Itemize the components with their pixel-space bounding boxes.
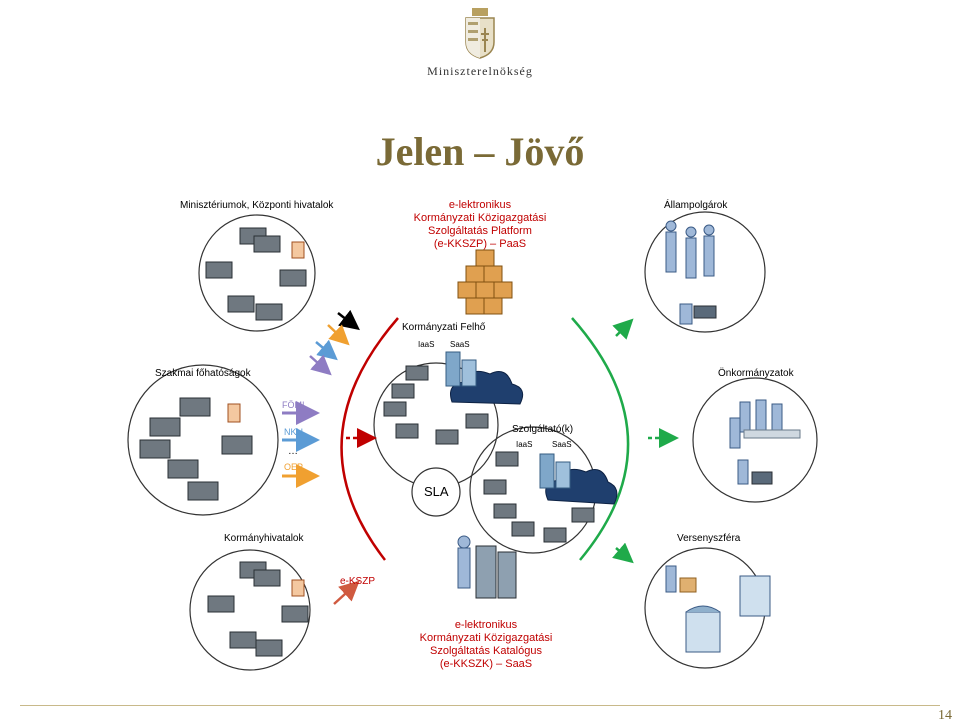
page-title: Jelen – Jövő [375, 129, 585, 174]
provider-title: Szolgáltató(k) [512, 424, 574, 435]
catalog-title: e-lektronikus Kormányzati Közigazgatási … [396, 619, 576, 671]
ekszp-label: e-KSZP [340, 576, 376, 587]
nkh-label: NKH [284, 427, 304, 437]
green-arc [571, 317, 630, 561]
page-number: 14 [938, 708, 952, 723]
platform-line-4: (e-KKSZP) – PaaS [433, 238, 527, 250]
platform-line-1: e-lektronikus [448, 199, 512, 211]
ellipsis-label: … [288, 446, 298, 457]
footer-rule [20, 705, 940, 706]
catalog-line-3: Szolgáltatás Katalógus [430, 645, 542, 657]
catalog-line-4: (e-KKSZK) – SaaS [439, 658, 533, 670]
red-arc [340, 317, 399, 561]
provider-iaas: IaaS [516, 440, 533, 449]
business-label: Versenyszféra [677, 533, 741, 544]
provider-saas: SaaS [552, 440, 572, 449]
platform-line-3: Szolgáltatás Platform [428, 225, 532, 237]
platform-line-2: Kormányzati Közigazgatási [413, 212, 547, 224]
organization-name: Miniszterelnökség [427, 64, 533, 78]
gov-cloud-saas: SaaS [450, 340, 470, 349]
ministries-circle [198, 214, 316, 332]
municipalities-label: Önkormányzatok [718, 368, 794, 379]
sla-circle [411, 467, 461, 517]
authorities-label: Szakmai főhatóságok [155, 368, 251, 379]
ministries-label: Minisztériumok, Központi hivatalok [180, 200, 334, 211]
platform-title: e-lektronikus Kormányzati Közigazgatási … [380, 199, 580, 251]
sla-label: SLA [424, 484, 449, 499]
municipalities-circle [692, 377, 818, 503]
fomi-label: FÖMI [282, 400, 305, 410]
gov-cloud-iaas: IaaS [418, 340, 435, 349]
citizens-label: Állampolgárok [664, 200, 728, 211]
catalog-line-2: Kormányzati Közigazgatási [419, 632, 553, 644]
authorities-circle [127, 364, 279, 516]
gov-offices-circle [189, 549, 311, 671]
catalog-line-1: e-lektronikus [454, 619, 518, 631]
citizens-circle [644, 211, 766, 333]
gov-offices-label: Kormányhivatalok [224, 533, 304, 544]
gov-cloud-title: Kormányzati Felhő [402, 322, 486, 333]
oep-label: OEP [284, 462, 304, 472]
coat-of-arms-logo [462, 8, 498, 60]
